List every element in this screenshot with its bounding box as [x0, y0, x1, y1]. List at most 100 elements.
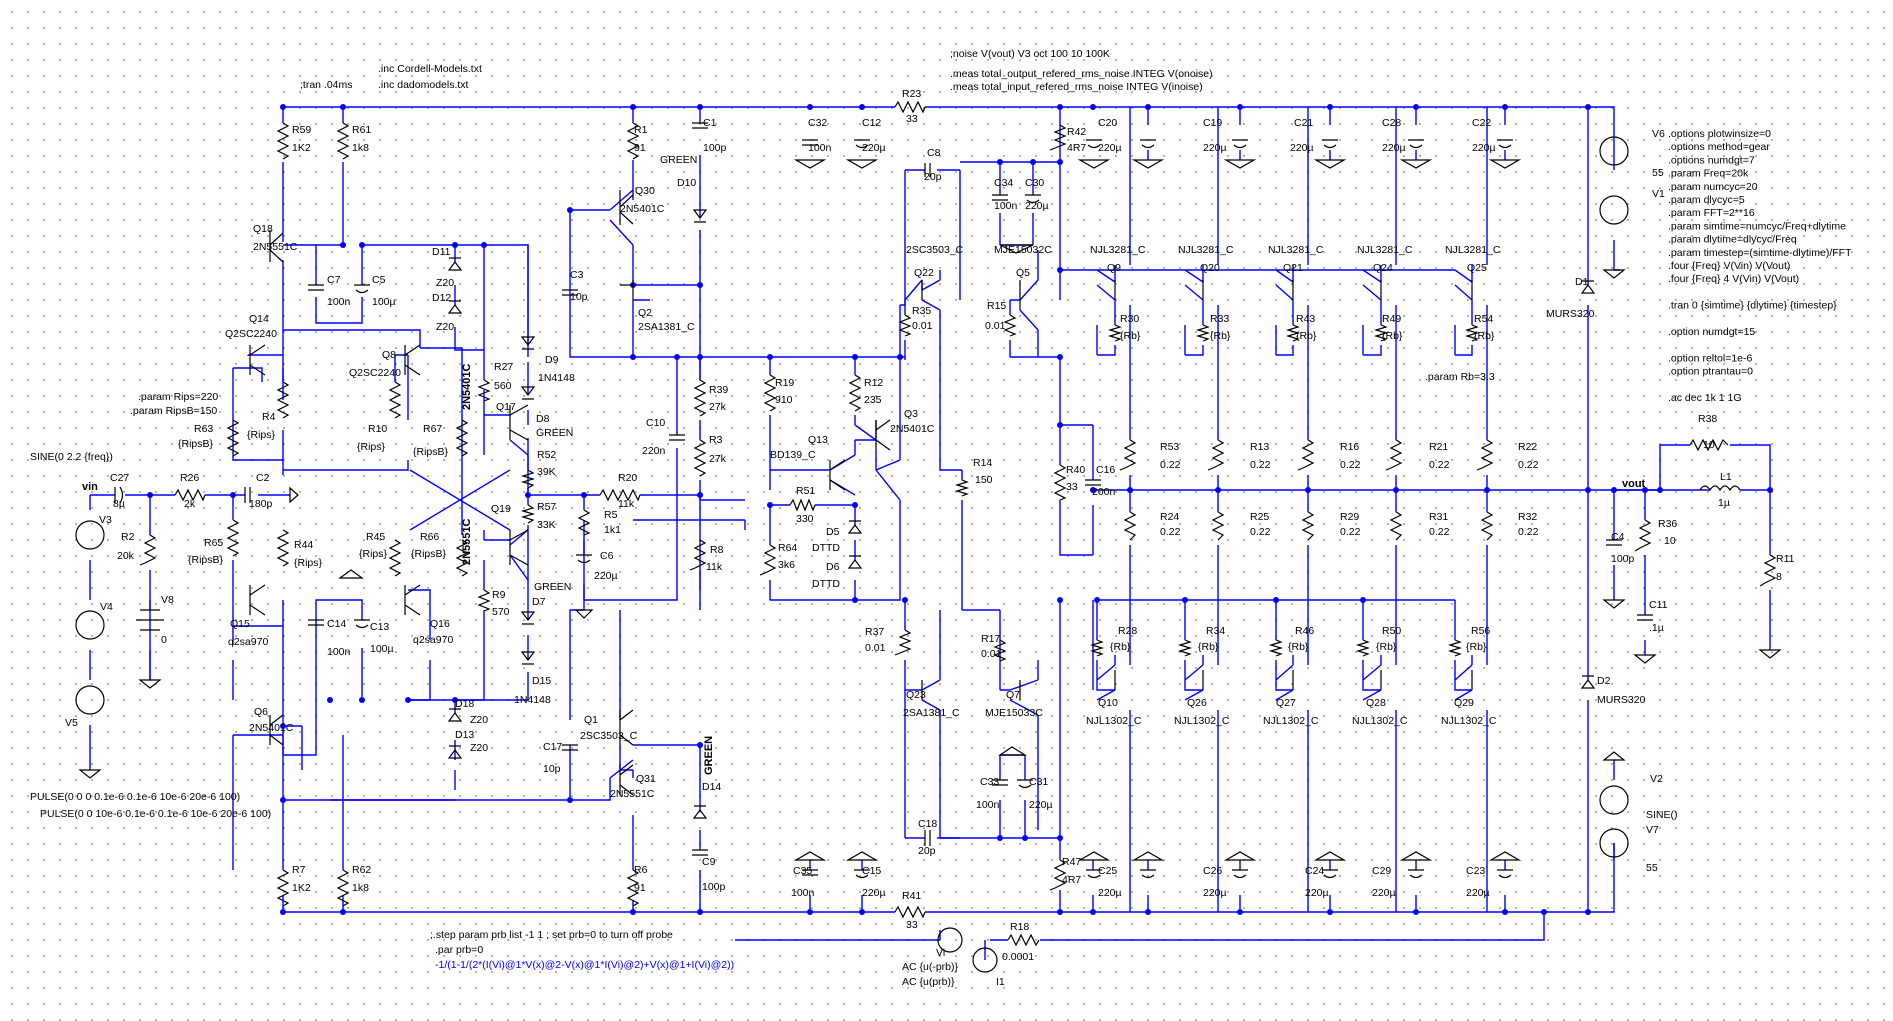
- component-label: 100µ: [372, 296, 396, 308]
- component-label: {Rb}: [1288, 641, 1309, 653]
- component-label: R56: [1471, 625, 1490, 637]
- component-label: R28: [1118, 625, 1137, 637]
- component-label: R53: [1160, 441, 1179, 453]
- component-label: R1: [634, 124, 648, 136]
- component-label: 0.22: [1160, 526, 1181, 538]
- component-label: 2N5551C: [610, 788, 655, 800]
- component-label: Z20: [436, 321, 454, 333]
- component-label: V5: [65, 717, 78, 729]
- component-label: D7: [532, 596, 546, 608]
- component-label: R32: [1518, 511, 1537, 523]
- component-label: {RipsB}: [188, 554, 224, 566]
- component-label: DTTD: [812, 578, 840, 590]
- component-label: R44: [294, 539, 313, 551]
- component-label: C20: [1098, 117, 1117, 129]
- component-label: 27k: [709, 453, 727, 465]
- component-label: 220µ: [1098, 887, 1122, 899]
- component-label: R18: [1010, 921, 1029, 933]
- option-line: .option ptrantau=0: [1668, 366, 1753, 378]
- component-label: 100n: [808, 142, 832, 154]
- component-label: L1: [1720, 471, 1732, 483]
- component-label: 11k: [706, 561, 723, 573]
- component-label: 2N5551C: [253, 241, 298, 253]
- component-label: 100n: [791, 887, 815, 899]
- wires: [89, 106, 1771, 960]
- component-label: 8: [1776, 571, 1782, 583]
- component-label: Q2SC2240: [225, 328, 277, 340]
- component-label: 220µ: [594, 570, 618, 582]
- component-label: Q10: [1098, 697, 1118, 709]
- option-line: .param dlytime=dlycyc/Freq: [1668, 234, 1797, 246]
- net-vout: vout: [1622, 478, 1646, 490]
- component-label: Q27: [1276, 697, 1296, 709]
- component-label: Q19: [491, 503, 511, 515]
- component-label: NJL3281_C: [1178, 244, 1234, 256]
- component-label: V6: [1652, 128, 1665, 140]
- rotated-label-green: GREEN: [703, 736, 715, 775]
- component-label: NJL3281_C: [1357, 244, 1413, 256]
- component-label: R41: [902, 890, 921, 902]
- component-label: 100µ: [370, 643, 394, 655]
- component-label: Vi: [936, 947, 945, 959]
- component-label: 10: [1664, 535, 1676, 547]
- component-label: C1: [703, 117, 717, 129]
- component-label: R2: [121, 531, 135, 543]
- component-label: R6: [634, 864, 648, 876]
- component-label: C32: [808, 117, 827, 129]
- component-label: R29: [1340, 511, 1359, 523]
- component-label: {Rb}: [1210, 330, 1231, 342]
- component-label: D10: [677, 177, 696, 189]
- sources[interactable]: [75, 136, 1741, 973]
- component-label: 235: [864, 394, 882, 406]
- component-label: D2: [1597, 675, 1611, 687]
- component-label: 220µ: [1466, 887, 1490, 899]
- component-label: 0.22: [1250, 526, 1271, 538]
- resistors[interactable]: [139, 100, 1777, 947]
- component-label: R37: [865, 626, 884, 638]
- component-label: R31: [1429, 511, 1448, 523]
- component-label: q2sa970: [413, 634, 453, 646]
- tran-directive: ;tran .04ms: [300, 79, 353, 91]
- component-label: V7: [1646, 824, 1659, 836]
- component-label: Q26: [1187, 697, 1207, 709]
- component-label: Q8: [382, 349, 396, 361]
- component-label: 0.22: [1518, 459, 1539, 471]
- component-label: GREEN: [660, 154, 697, 166]
- component-label: {Rb}: [1110, 641, 1131, 653]
- component-label: R9: [492, 589, 506, 601]
- component-label: R14: [973, 457, 992, 469]
- component-label: 220µ: [1305, 887, 1329, 899]
- component-label: D9: [545, 354, 559, 366]
- component-label: 1µ: [1718, 497, 1730, 509]
- component-label: C34: [994, 177, 1013, 189]
- component-label: SINE(): [1646, 809, 1678, 821]
- component-label: D1: [1575, 276, 1589, 288]
- component-label: C13: [370, 621, 389, 633]
- net-vin: vin: [82, 481, 98, 493]
- component-label: 2N5401C: [620, 203, 665, 215]
- component-label: V4: [100, 601, 113, 613]
- component-label: C17: [543, 741, 562, 753]
- option-line: .options numdgt=7: [1668, 154, 1755, 166]
- include-cordell: .inc Cordell-Models.txt: [378, 63, 482, 75]
- component-label: DTTD: [812, 542, 840, 554]
- diodes[interactable]: [447, 209, 1596, 819]
- component-label: 150: [975, 474, 993, 486]
- capacitors[interactable]: [114, 122, 1653, 879]
- component-label: R11: [1776, 553, 1795, 565]
- component-label: 100p: [1611, 553, 1635, 565]
- component-label: 91: [634, 882, 646, 894]
- component-label: {Rb}: [1474, 330, 1495, 342]
- component-label: Q18: [253, 223, 273, 235]
- component-label: 220µ: [1203, 887, 1227, 899]
- component-label: NJL3281_C: [1268, 244, 1324, 256]
- pulse-source-2: PULSE(0 0 10e-6 0.1e-6 0.1e-6 10e-6 20e-…: [40, 808, 271, 820]
- component-label: C26: [1203, 865, 1222, 877]
- component-label: GREEN: [534, 581, 571, 593]
- component-label: 20p: [918, 845, 936, 857]
- transistors[interactable]: [249, 190, 1473, 796]
- component-label: R34: [1206, 625, 1225, 637]
- component-label: D6: [826, 561, 840, 573]
- component-label: NJL1302_C: [1174, 715, 1230, 727]
